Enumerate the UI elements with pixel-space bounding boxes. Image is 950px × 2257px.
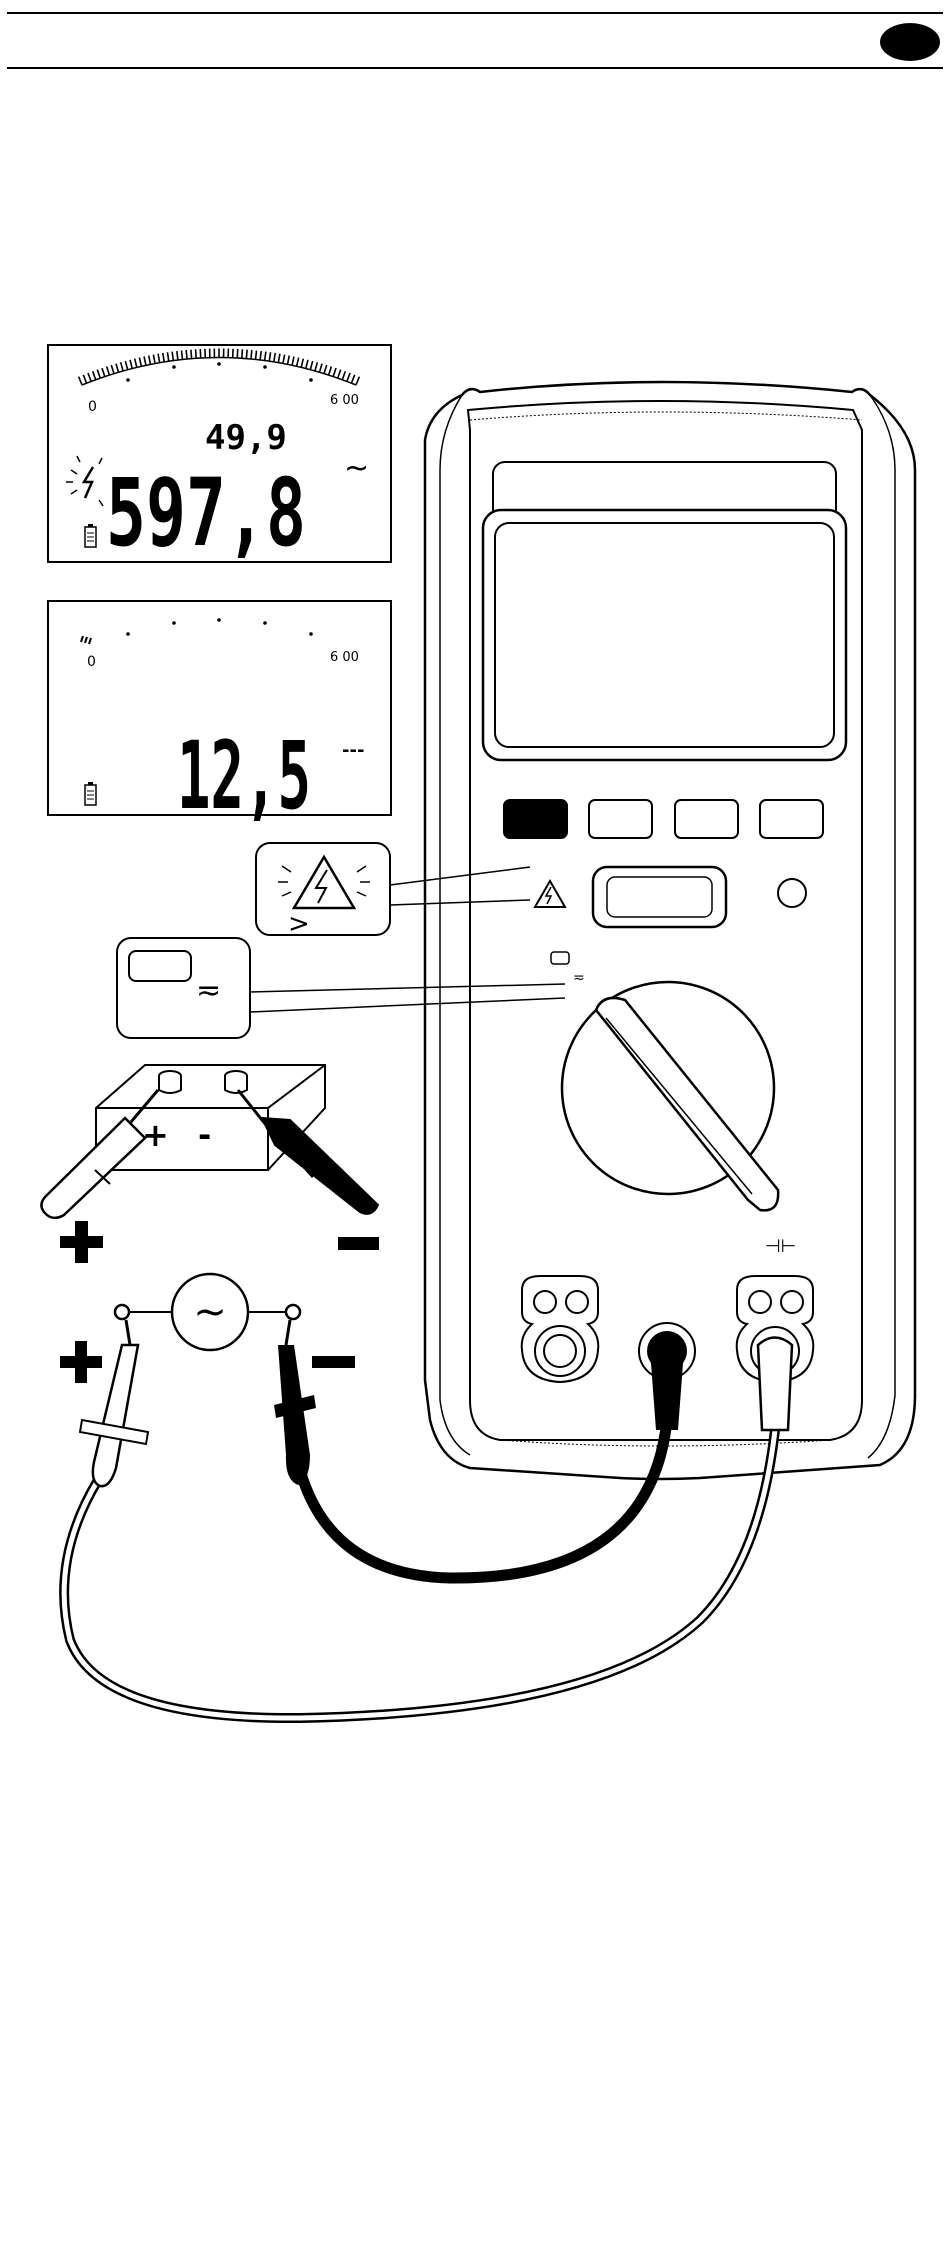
big-minus-icon <box>338 1237 379 1250</box>
black-lead-plug <box>650 1343 684 1431</box>
jack-left-pair <box>522 1276 599 1382</box>
battery-terminal-negative <box>225 1071 247 1093</box>
ac-terminal-left <box>115 1305 129 1319</box>
bargraph-tick <box>309 378 313 382</box>
big-plus-icon <box>60 1341 102 1383</box>
ac-terminal-right <box>286 1305 300 1319</box>
bargraph-segment <box>177 351 178 360</box>
bargraph-tick <box>126 378 130 382</box>
bargraph-segment <box>260 351 261 360</box>
capacitor-symbol: ⊣⊢ <box>765 1236 796 1257</box>
bargraph-segment <box>242 349 243 358</box>
dc-mode-symbol: --- <box>342 740 364 761</box>
black-probe <box>274 1320 316 1485</box>
ac-source-symbol: ~ <box>193 1289 227 1335</box>
main-reading: 12,5 <box>177 722 311 831</box>
lcd-dc-display: 0 6 00 12,5 --- <box>48 601 391 831</box>
meter-acdc-symbol: ≂ <box>573 970 585 986</box>
bargraph-segment <box>256 351 257 360</box>
bargraph-segment <box>251 350 252 359</box>
battery-illustration: + - <box>41 1065 379 1263</box>
function-button-4[interactable] <box>760 800 823 838</box>
page-header <box>7 13 943 68</box>
display-glass <box>495 523 834 747</box>
bargraph-segment <box>182 351 183 360</box>
battery-terminal-positive <box>159 1071 181 1093</box>
scale-end-label: 6 00 <box>330 393 359 408</box>
ac-source-illustration: ~ <box>60 1274 355 1383</box>
bargraph-segment <box>196 349 197 358</box>
scale-start-label: 0 <box>87 654 96 670</box>
main-reading: 597,8 <box>106 459 306 568</box>
secondary-reading: 49,9 <box>205 418 287 458</box>
bargraph-tick <box>217 362 221 366</box>
language-tab-pill <box>880 23 940 61</box>
bargraph-segment <box>246 350 247 359</box>
meter-acdc-led <box>551 952 569 964</box>
greater-than-symbol: > <box>288 909 310 939</box>
acdc-symbol: ≂ <box>196 973 221 1008</box>
battery-minus-label: - <box>198 1116 211 1154</box>
bargraph-tick <box>263 365 267 369</box>
battery-plus-label: + <box>142 1116 169 1154</box>
big-plus-icon <box>60 1221 103 1263</box>
bargraph-segment <box>186 350 187 359</box>
scale-end-label: 6 00 <box>330 650 359 665</box>
white-probe <box>80 1320 148 1486</box>
white-lead-plug <box>758 1338 792 1431</box>
ac-mode-symbol: ~ <box>344 451 369 486</box>
lcd-ac-display: 0 6 00 49,9 597,8 ~ <box>48 345 391 568</box>
big-minus-icon <box>312 1356 355 1368</box>
function-button-2[interactable] <box>589 800 652 838</box>
meter-display-window <box>483 462 846 760</box>
scale-start-label: 0 <box>88 399 97 415</box>
center-nav-button[interactable] <box>593 867 726 927</box>
function-button-1[interactable] <box>504 800 567 838</box>
bargraph-tick <box>172 365 176 369</box>
multimeter-body: ≂ ⊣⊢ <box>425 382 915 1479</box>
function-button-3[interactable] <box>675 800 738 838</box>
round-button[interactable] <box>778 879 806 907</box>
acdc-led-icon <box>129 951 191 981</box>
bargraph-segment <box>191 350 192 359</box>
